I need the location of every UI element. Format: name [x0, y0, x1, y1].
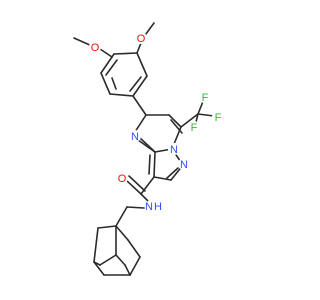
- bond: [109, 93, 134, 97]
- svg-text:O: O: [137, 33, 146, 45]
- bond: [129, 256, 141, 276]
- atom-label-f1: F: [199, 91, 211, 104]
- bond: [105, 59, 118, 76]
- bond: [136, 52, 148, 77]
- bond: [127, 239, 141, 258]
- bond: [132, 95, 147, 116]
- bond: [128, 175, 146, 192]
- svg-text:N: N: [180, 159, 188, 171]
- atom-label-o3: O: [116, 172, 128, 185]
- bond: [197, 113, 215, 117]
- bond: [129, 76, 142, 92]
- atom-label-f3: F: [188, 121, 200, 134]
- svg-text:F: F: [202, 92, 209, 104]
- bond: [93, 261, 101, 266]
- bond: [132, 75, 148, 97]
- bond: [180, 113, 199, 128]
- bond: [126, 206, 145, 209]
- svg-text:F: F: [191, 122, 198, 134]
- bond: [97, 225, 117, 229]
- bond: [113, 52, 138, 55]
- bond: [166, 167, 179, 179]
- bond: [115, 254, 126, 266]
- bond: [99, 48, 113, 58]
- atom-label-o1: O: [135, 32, 147, 45]
- bond: [100, 53, 115, 74]
- atom-label-nh: N H: [145, 199, 162, 213]
- bond: [153, 176, 172, 181]
- bond: [115, 225, 129, 241]
- bond: [139, 137, 156, 153]
- svg-text:N: N: [170, 144, 178, 156]
- svg-text:O: O: [118, 173, 127, 185]
- bond: [73, 37, 93, 47]
- atom-label-n4: N: [129, 130, 141, 143]
- atom-label-f2: F: [212, 111, 224, 124]
- atom-label-n1: N: [178, 158, 190, 171]
- chemical-structure-drawing: O O N N N F F F O N H: [73, 22, 224, 276]
- bond: [93, 227, 99, 263]
- svg-text:N: N: [145, 201, 153, 213]
- svg-text:H: H: [154, 201, 162, 213]
- bond: [153, 151, 156, 178]
- bond: [100, 72, 111, 95]
- svg-text:N: N: [131, 131, 139, 143]
- svg-text:O: O: [91, 42, 100, 54]
- bond: [148, 154, 151, 175]
- svg-text:F: F: [215, 112, 222, 124]
- atom-label-o2: O: [89, 41, 101, 54]
- bond: [125, 179, 142, 195]
- bond: [111, 77, 117, 90]
- bond: [99, 254, 117, 266]
- bond: [168, 114, 182, 128]
- bond: [93, 261, 105, 276]
- bond: [140, 176, 155, 195]
- atom-label-n8: N: [168, 143, 180, 156]
- bond: [115, 206, 128, 227]
- bond: [124, 264, 131, 276]
